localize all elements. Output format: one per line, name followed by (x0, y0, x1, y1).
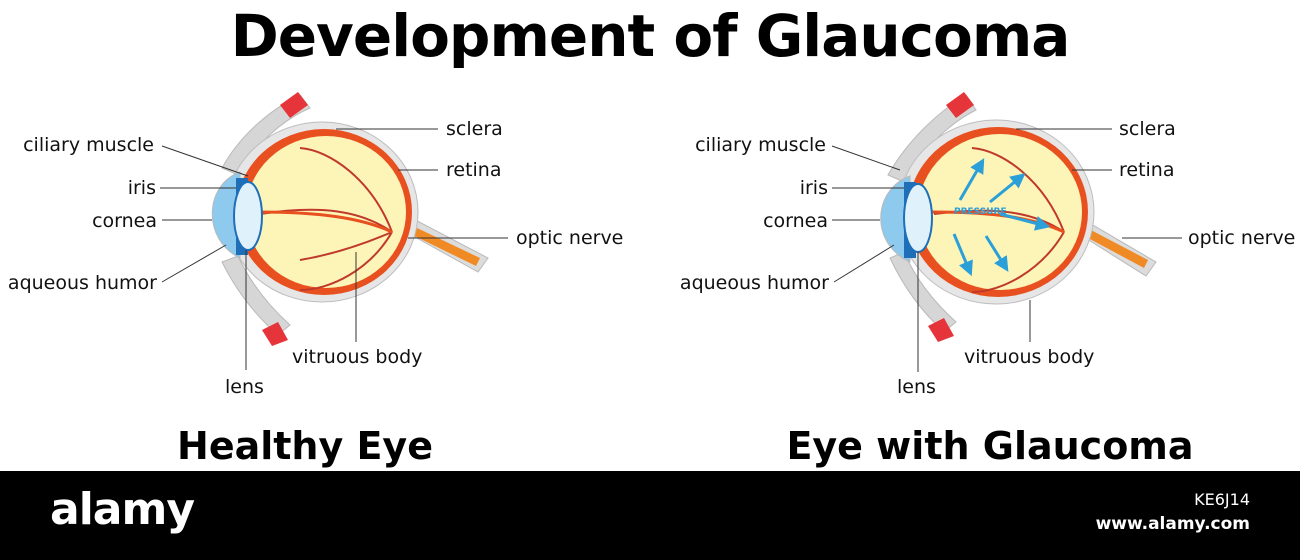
pressure-label: PRESSURE (954, 207, 1007, 217)
caption-healthy-eye: Healthy Eye (177, 424, 433, 468)
healthy-leader-lines (160, 128, 508, 370)
lens-shape (233, 181, 263, 251)
label-optic-nerve-glaucoma: optic nerve (1188, 227, 1296, 249)
label-retina-glaucoma: retina (1119, 159, 1175, 181)
label-iris-glaucoma: iris (799, 177, 828, 199)
upper-muscle-tip (280, 92, 308, 118)
vitreous-body (246, 136, 406, 288)
upper-muscle-tip-g (946, 92, 974, 118)
glaucoma-leader-lines (831, 128, 1182, 372)
label-optic-nerve-healthy: optic nerve (516, 227, 624, 249)
cornea-shape-g (880, 175, 911, 263)
label-sclera-glaucoma: sclera (1119, 118, 1176, 140)
eye-diagrams: PRESSURE (160, 92, 1182, 372)
label-retina-healthy: retina (446, 159, 502, 181)
lower-muscle-band-g (889, 251, 957, 333)
label-iris-healthy: iris (127, 177, 156, 199)
label-cornea-glaucoma: cornea (763, 210, 828, 232)
label-sclera-healthy: sclera (446, 118, 503, 140)
label-ciliary-muscle-healthy: ciliary muscle (23, 134, 154, 156)
label-ciliary-muscle-glaucoma: ciliary muscle (695, 134, 826, 156)
lower-muscle-tip-g (928, 318, 954, 342)
pressure-arrows (952, 158, 1051, 277)
label-lens-glaucoma: lens (897, 376, 936, 398)
watermark-bar (0, 471, 1300, 560)
caption-eye-with-glaucoma: Eye with Glaucoma (786, 424, 1194, 468)
lower-muscle-band (221, 255, 291, 336)
lower-muscle-tip (262, 322, 288, 346)
page-title: Development of Glaucoma (230, 2, 1071, 70)
label-vitruous-body-glaucoma: vitruous body (964, 346, 1095, 368)
watermark-url: www.alamy.com (1095, 514, 1250, 534)
label-cornea-healthy: cornea (92, 210, 157, 232)
cornea-shape (211, 171, 241, 259)
label-aqueous-humor-glaucoma: aqueous humor (679, 272, 829, 294)
retina-vessels (259, 147, 393, 291)
watermark-image-id: KE6J14 (1194, 490, 1250, 509)
healthy-eye-illustration (211, 92, 489, 346)
label-aqueous-humor-healthy: aqueous humor (7, 272, 157, 294)
watermark-logo: alamy (50, 484, 195, 535)
glaucoma-eye-illustration (880, 92, 1157, 342)
lens-shape-g (903, 183, 933, 253)
label-vitruous-body-healthy: vitruous body (292, 346, 423, 368)
label-lens-healthy: lens (225, 376, 264, 398)
